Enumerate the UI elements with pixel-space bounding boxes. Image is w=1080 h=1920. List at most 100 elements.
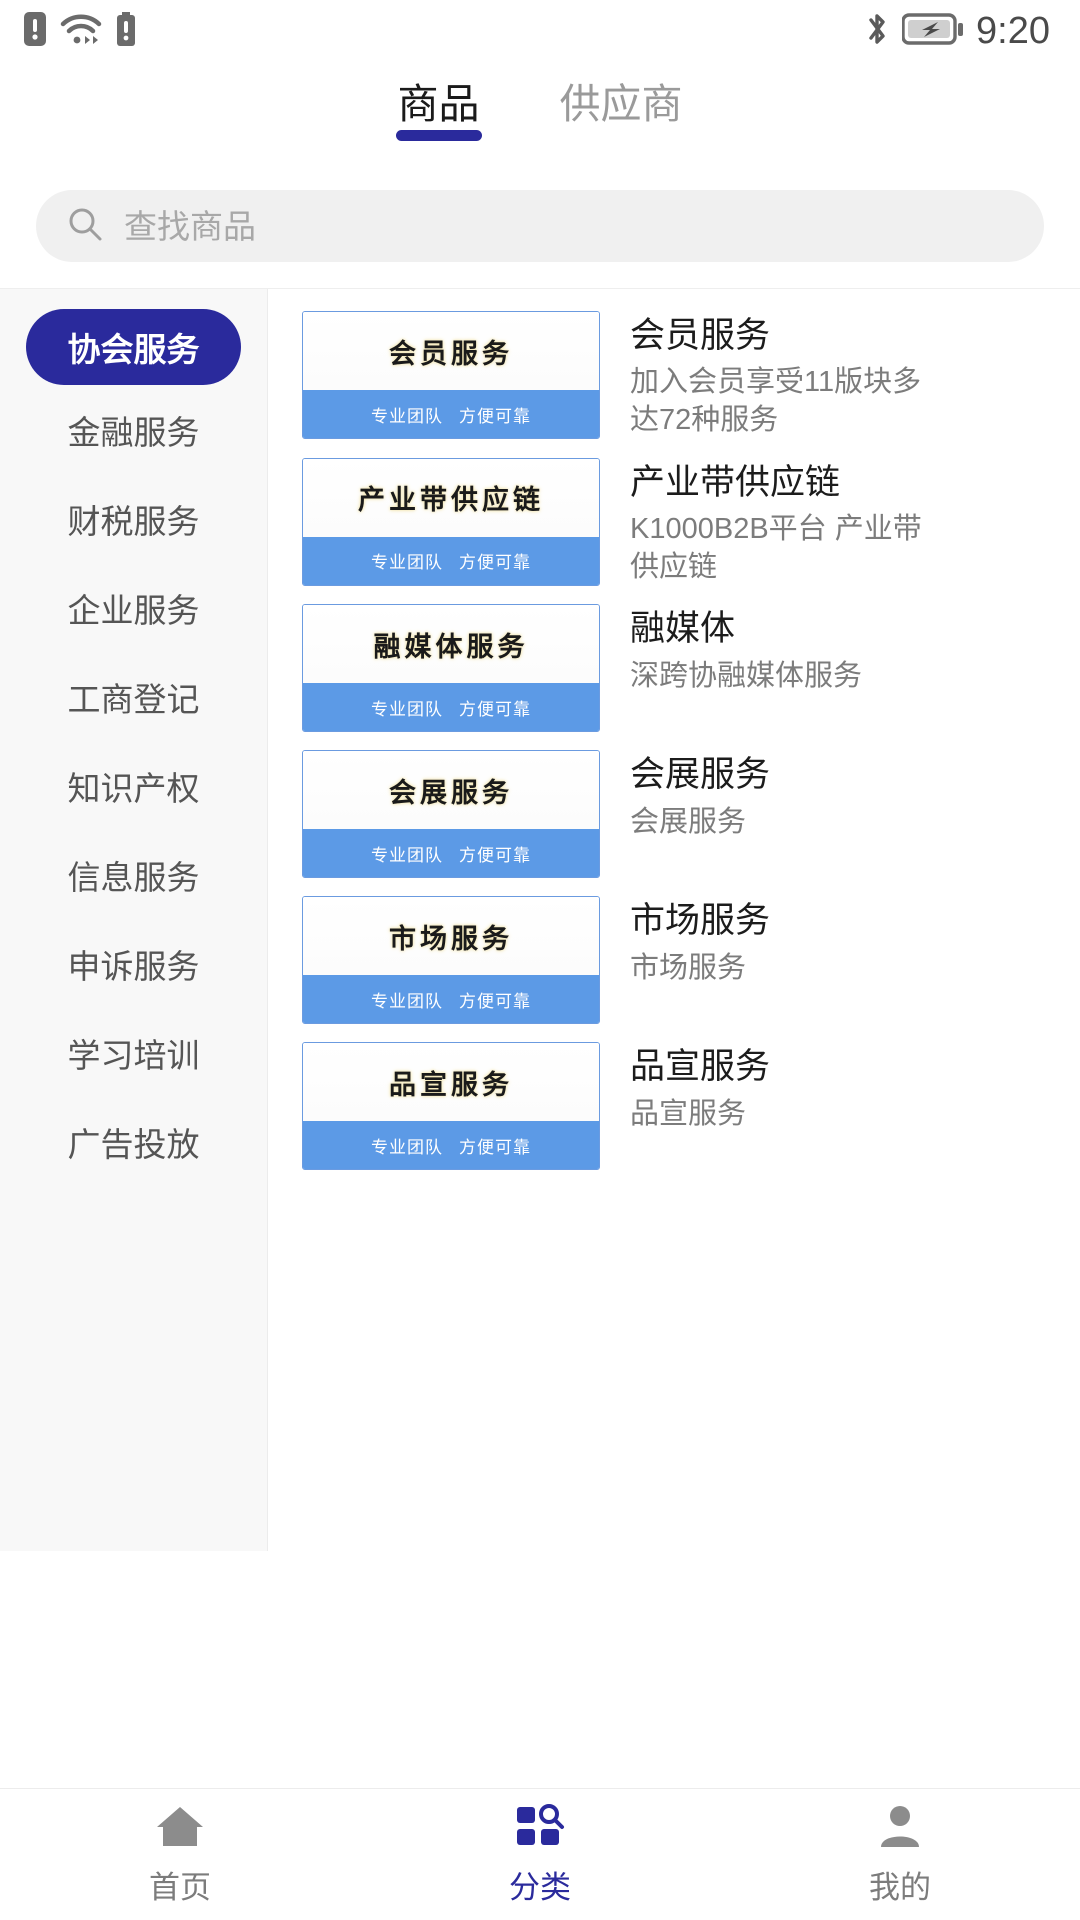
thumbnail-tagline: 专业团队 方便可靠: [303, 975, 599, 1024]
thumbnail-tag-right: 方便可靠: [459, 406, 531, 426]
nav-item-categories-label: 分类: [509, 1870, 571, 1905]
search-bar-container: 查找商品: [0, 180, 1080, 288]
sidebar-item-registration[interactable]: 工商登记: [0, 653, 267, 741]
thumbnail-top: 会员服务: [303, 312, 599, 391]
nav-item-profile-label: 我的: [869, 1870, 931, 1905]
product-row[interactable]: 产业带供应链 专业团队 方便可靠 产业带供应链 K1000B2B平台 产业带供应…: [268, 457, 1080, 587]
thumbnail-top: 市场服务: [303, 897, 599, 976]
sidebar-item-enterprise[interactable]: 企业服务: [0, 564, 267, 652]
bottom-navigation: 首页 分类 我的: [0, 1788, 1080, 1920]
product-thumbnail[interactable]: 产业带供应链 专业团队 方便可靠: [302, 457, 600, 586]
sidebar-item-training[interactable]: 学习培训: [0, 1009, 267, 1097]
product-description: 深跨协融媒体服务: [630, 659, 863, 692]
search-input[interactable]: 查找商品: [36, 190, 1044, 262]
product-name: 会员服务: [630, 316, 771, 355]
thumbnail-tagline: 专业团队 方便可靠: [303, 1121, 599, 1170]
sidebar-item-appeal[interactable]: 申诉服务: [0, 920, 267, 1008]
sidebar-item-information[interactable]: 信息服务: [0, 831, 267, 919]
thumbnail-tag-left: 专业团队: [371, 406, 443, 426]
product-row[interactable]: 会员服务 专业团队 方便可靠 会员服务 加入会员享受11版块多达72种服务: [268, 311, 1080, 440]
thumbnail-tag-left: 专业团队: [371, 553, 443, 573]
product-name: 品宣服务: [630, 1047, 771, 1087]
product-description: K1000B2B平台 产业带供应链: [630, 512, 922, 583]
battery-charging-icon: [901, 12, 964, 51]
product-row[interactable]: 会展服务 专业团队 方便可靠 会展服务 会展服务: [268, 750, 1080, 879]
sidebar-item-tax[interactable]: 财税服务: [0, 475, 267, 563]
thumbnail-tag-left: 专业团队: [371, 845, 443, 865]
category-sidebar[interactable]: 协会服务 金融服务 财税服务 企业服务 工商登记 知识产权 信息服务 申诉服务 …: [0, 289, 268, 1551]
sidebar-item-association[interactable]: 协会服务: [26, 309, 241, 385]
status-bar-right: 9:20: [864, 10, 1050, 53]
sidebar-item-finance[interactable]: 金融服务: [0, 386, 267, 474]
sidebar-item-label: 财税服务: [67, 503, 200, 540]
thumbnail-top: 会展服务: [303, 751, 599, 830]
person-icon: [874, 1802, 926, 1850]
product-name: 融媒体: [630, 609, 736, 649]
product-thumbnail[interactable]: 会展服务 专业团队 方便可靠: [302, 750, 600, 879]
product-list: 会员服务 专业团队 方便可靠 会员服务 加入会员享受11版块多达72种服务 产业…: [268, 289, 1080, 1551]
thumbnail-tag-right: 方便可靠: [459, 553, 531, 573]
thumbnail-tagline: 专业团队 方便可靠: [303, 829, 599, 878]
grid-search-icon: [514, 1802, 566, 1850]
thumbnail-title: 品宣服务: [389, 1069, 513, 1101]
product-description: 市场服务: [630, 951, 747, 984]
product-description: 会展服务: [630, 805, 747, 838]
product-thumbnail[interactable]: 市场服务 专业团队 方便可靠: [302, 896, 600, 1025]
thumbnail-tag-left: 专业团队: [371, 1137, 443, 1157]
nav-item-home-label: 首页: [149, 1870, 211, 1905]
product-info: 产业带供应链 K1000B2B平台 产业带供应链: [630, 458, 1052, 587]
tab-suppliers[interactable]: 供应商: [550, 84, 693, 141]
nav-item-categories[interactable]: 分类: [360, 1789, 720, 1920]
thumbnail-tag-right: 方便可靠: [459, 699, 531, 719]
sidebar-item-label: 企业服务: [67, 592, 200, 629]
sidebar-item-advertising[interactable]: 广告投放: [0, 1098, 267, 1186]
sidebar-item-label: 信息服务: [67, 859, 200, 896]
product-name: 市场服务: [630, 901, 771, 941]
status-bar-left: [24, 11, 136, 51]
tab-products[interactable]: 商品: [388, 84, 490, 141]
battery-alert-icon: [116, 11, 136, 51]
search-placeholder: 查找商品: [124, 207, 256, 245]
top-tabs: 商品 供应商: [0, 62, 1080, 180]
product-thumbnail[interactable]: 融媒体服务 专业团队 方便可靠: [302, 604, 600, 733]
search-icon: [66, 205, 104, 248]
tab-products-label: 商品: [397, 81, 480, 127]
thumbnail-tag-left: 专业团队: [371, 699, 443, 719]
main-content: 协会服务 金融服务 财税服务 企业服务 工商登记 知识产权 信息服务 申诉服务 …: [0, 288, 1080, 1551]
product-description: 品宣服务: [630, 1097, 747, 1130]
bluetooth-icon: [864, 10, 890, 53]
thumbnail-tag-right: 方便可靠: [459, 991, 531, 1011]
thumbnail-title: 会展服务: [389, 777, 513, 809]
product-row[interactable]: 融媒体服务 专业团队 方便可靠 融媒体 深跨协融媒体服务: [268, 604, 1080, 733]
nav-item-home[interactable]: 首页: [0, 1789, 360, 1920]
product-row[interactable]: 品宣服务 专业团队 方便可靠 品宣服务 品宣服务: [268, 1042, 1080, 1171]
thumbnail-tag-left: 专业团队: [371, 991, 443, 1011]
product-thumbnail[interactable]: 会员服务 专业团队 方便可靠: [302, 311, 600, 439]
product-description: 加入会员享受11版块多达72种服务: [630, 366, 922, 436]
thumbnail-title: 产业带供应链: [358, 485, 544, 517]
product-name: 产业带供应链: [630, 462, 841, 502]
product-thumbnail[interactable]: 品宣服务 专业团队 方便可靠: [302, 1042, 600, 1171]
wifi-icon: [60, 12, 102, 51]
status-bar: 9:20: [0, 0, 1080, 62]
thumbnail-tag-right: 方便可靠: [459, 845, 531, 865]
thumbnail-top: 融媒体服务: [303, 605, 599, 684]
thumbnail-tag-right: 方便可靠: [459, 1137, 531, 1157]
product-info: 市场服务 市场服务: [630, 896, 1052, 987]
thumbnail-title: 融媒体服务: [373, 631, 529, 663]
sidebar-item-ip[interactable]: 知识产权: [0, 742, 267, 830]
sidebar-item-label: 知识产权: [67, 770, 200, 807]
sidebar-item-label: 广告投放: [67, 1126, 200, 1163]
home-icon: [154, 1802, 206, 1850]
sim-alert-icon: [24, 11, 46, 51]
thumbnail-top: 产业带供应链: [303, 458, 599, 537]
thumbnail-title: 市场服务: [389, 923, 513, 955]
sidebar-item-label: 申诉服务: [67, 948, 200, 985]
sidebar-item-label: 工商登记: [67, 681, 200, 718]
product-info: 会员服务 加入会员享受11版块多达72种服务: [630, 311, 1052, 440]
product-row[interactable]: 市场服务 专业团队 方便可靠 市场服务 市场服务: [268, 896, 1080, 1025]
thumbnail-title: 会员服务: [389, 338, 513, 370]
thumbnail-tagline: 专业团队 方便可靠: [303, 683, 599, 732]
nav-item-profile[interactable]: 我的: [720, 1789, 1080, 1920]
product-name: 会展服务: [630, 755, 771, 795]
